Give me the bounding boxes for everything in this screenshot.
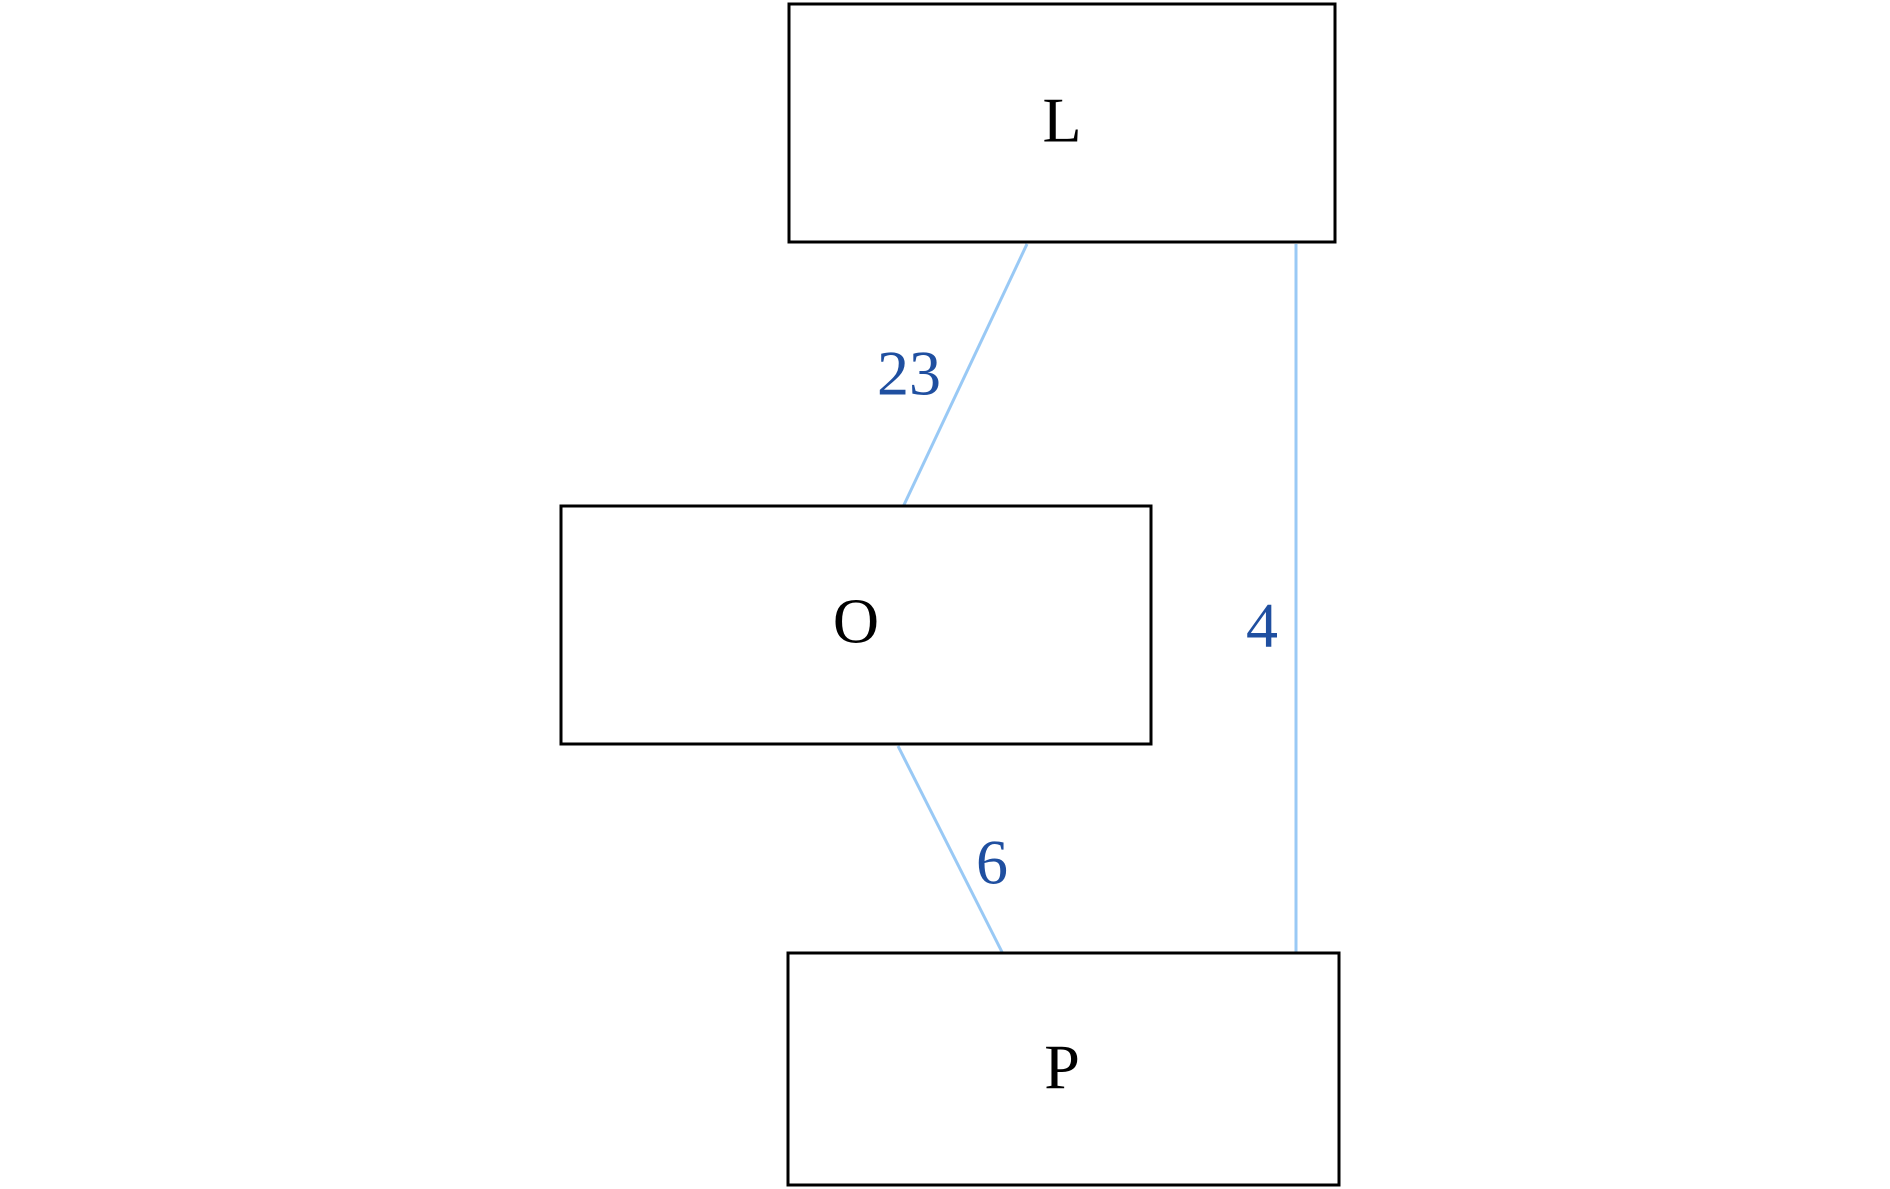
node-p-box [786, 951, 1341, 1187]
node-p: P [786, 951, 1341, 1187]
edge-label-l-o: 23 [877, 338, 941, 409]
edge-label-l-p: 4 [1246, 590, 1278, 661]
edge-label-o-p: 6 [976, 827, 1008, 898]
node-l: L [787, 2, 1337, 244]
node-o-box [559, 504, 1153, 746]
node-o-label: O [833, 586, 879, 657]
node-l-label: L [1042, 85, 1081, 156]
edge-l-o [901, 243, 1029, 508]
edges-layer: 23 4 6 [877, 243, 1298, 957]
node-l-box [787, 2, 1337, 244]
edge-o-p [896, 745, 1006, 957]
node-p-label: P [1044, 1032, 1080, 1103]
node-o: O [559, 504, 1153, 746]
